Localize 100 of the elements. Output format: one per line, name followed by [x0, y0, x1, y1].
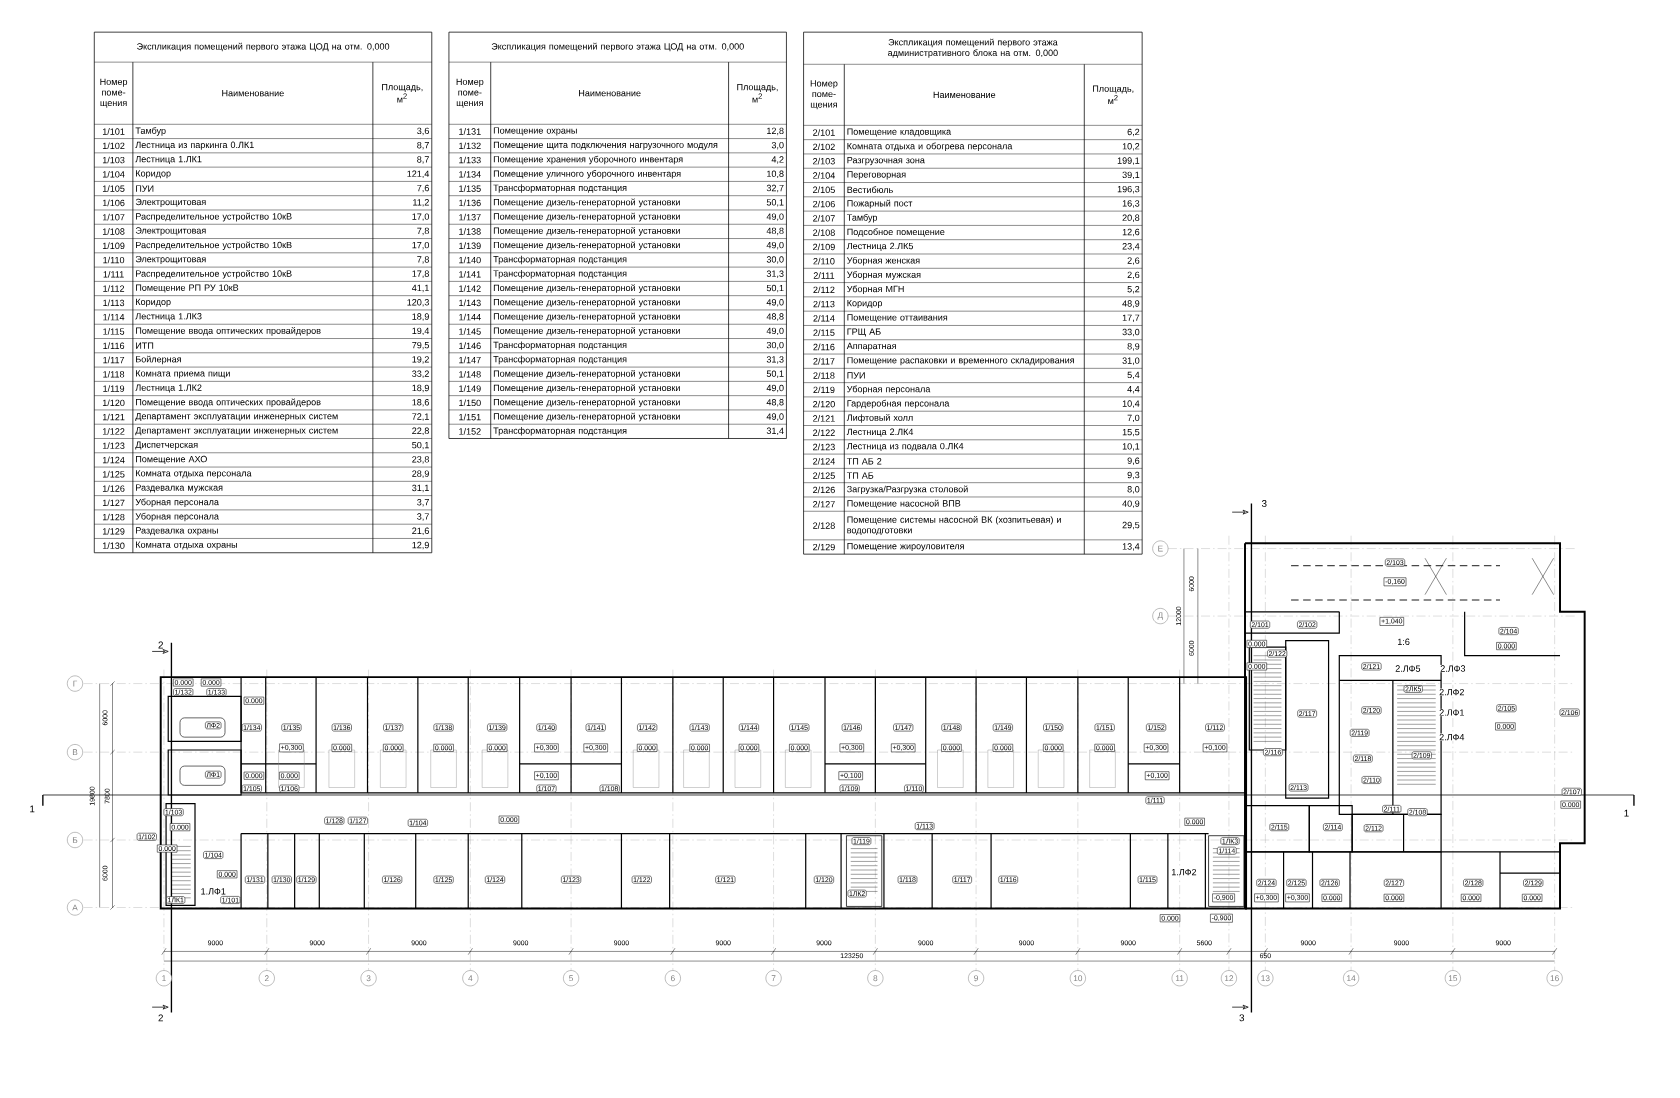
axis-bubble: 4	[462, 970, 479, 987]
table-cell: 49,0	[766, 413, 784, 421]
table-cell: 28,9	[412, 470, 429, 478]
table-title: Экспликация помещений первого этажа ЦОД на отм. 0,000	[491, 42, 744, 52]
table-cell: Уборная персонала	[135, 498, 219, 507]
axis-bubble: В	[67, 744, 83, 761]
axis-bubble: Д	[1152, 608, 1169, 624]
table-cell: 1/114	[103, 313, 125, 321]
table-cell: 12,9	[412, 541, 429, 550]
table-cell: 2/114	[813, 314, 835, 322]
table-cell: Подсобное помещение	[847, 228, 945, 237]
table-cell: 4,2	[771, 156, 784, 164]
table-cell: 1/102	[102, 142, 125, 149]
axis-bubble: 16	[1546, 970, 1563, 987]
table-cell: 1/148	[459, 370, 481, 378]
table-title: Экспликация помещений первого этажа административного блока на отм. 0,000	[888, 38, 1058, 58]
axis-bubble: 9	[968, 970, 985, 987]
table-cell: 21,6	[412, 527, 429, 535]
section-number: 2	[158, 1014, 163, 1022]
table-cell: 50,1	[766, 199, 784, 207]
table-cell: Помещение хранения уборочного инвентаря	[493, 155, 683, 165]
table-cell: Диспетчерская	[135, 441, 198, 450]
table-cell: 2/112	[813, 286, 835, 293]
table-cell: 1/119	[103, 385, 125, 392]
column-header: Номер поме- щения	[810, 80, 838, 110]
table-cell: 2/117	[813, 357, 835, 365]
table-cell: Лестница из паркинга 0.ЛК1	[135, 141, 254, 150]
table-cell: 6,2	[1127, 128, 1140, 137]
table-cell: 1/139	[459, 242, 481, 249]
table-cell: Помещение щита подключения нагрузочного модуля	[493, 141, 718, 150]
column-header: Площадь, м$^{2}$	[737, 83, 778, 103]
table-cell: Комната приема пищи	[136, 370, 230, 379]
table-cell: 1/103	[102, 156, 125, 164]
table-cell: 1/133	[459, 156, 481, 164]
table-cell: Лестница 2.ЛК5	[846, 242, 913, 251]
table-cell: Помещение дизель-генераторной установки	[493, 412, 680, 422]
table-cell: Пожарный пост	[847, 199, 913, 209]
table-cell: 1/108	[102, 228, 125, 235]
table-cell: Помещение ввода оптических провайдеров	[136, 327, 321, 336]
table-cell: 2/120	[813, 400, 835, 408]
table-cell: 1/130	[102, 542, 125, 549]
table-cell: 48,8	[766, 227, 784, 236]
table-cell: 2/101	[813, 129, 835, 136]
table-cell: 17,0	[412, 213, 429, 221]
table-cell: Трансформаторная подстанция	[493, 184, 627, 193]
column-header: Наименование	[933, 91, 996, 98]
table-cell: 18,6	[412, 398, 429, 407]
plan-label: 2.ЛФ4	[1438, 733, 1465, 741]
table-cell: 10,2	[1122, 142, 1140, 151]
table-cell: Вестибюль	[847, 186, 893, 193]
table-cell: 1/123	[102, 442, 125, 449]
axis-bubble: 6	[664, 970, 681, 987]
table-cell: 40,9	[1122, 500, 1140, 508]
table-cell: 7,8	[417, 227, 429, 236]
table-cell: 10,4	[1122, 400, 1140, 408]
table-cell: Помещение дизель-генераторной установки	[493, 398, 680, 407]
plan-label: 1.ЛФ2	[1170, 868, 1198, 876]
table-cell: Лестница 1.ЛК1	[135, 155, 202, 164]
table-cell: Комната отдыха и обогрева персонала	[847, 142, 1013, 151]
table-cell: ГРЩ АБ	[847, 328, 881, 337]
table-cell: 8,0	[1127, 486, 1140, 494]
table-cell: Департамент эксплуатации инженерных систем	[135, 427, 338, 436]
table-cell: 30,0	[766, 341, 784, 350]
table-cell: Лестница 1.ЛК3	[135, 312, 202, 322]
table-cell: 2/118	[813, 372, 835, 379]
table-cell: Распределительное устройство 10кВ	[136, 241, 292, 250]
table-cell: 17,8	[412, 270, 429, 278]
table-cell: 2/105	[813, 186, 835, 193]
table-cell: 18,9	[412, 313, 429, 321]
table-cell: Аппаратная	[846, 342, 896, 351]
table-cell: Помещение охраны	[493, 127, 577, 136]
table-title: Экспликация помещений первого этажа ЦОД на отм. 0,000	[137, 42, 390, 52]
table-cell: 1/125	[102, 470, 125, 478]
table-cell: Электрощитовая	[135, 255, 206, 264]
table-cell: 2/110	[813, 257, 835, 265]
table-cell: 2/116	[813, 343, 835, 351]
axis-bubble: 14	[1343, 970, 1360, 987]
table-cell: Помещение дизель-генераторной установки	[493, 241, 680, 250]
table-cell: ПУИ	[136, 185, 154, 192]
table-cell: 11,2	[413, 199, 429, 207]
axis-bubble: 8	[867, 970, 884, 987]
table-cell: 1/146	[459, 342, 481, 349]
table-cell: 31,0	[1122, 357, 1140, 365]
table-cell: 1/131	[459, 128, 481, 135]
table-cell: 1/138	[459, 228, 481, 235]
plan-label: 2.ЛФ3	[1439, 664, 1466, 673]
table-cell: 1/140	[459, 256, 481, 264]
table-cell: 1/142	[459, 285, 481, 292]
table-cell: Уборная мужская	[846, 271, 921, 280]
table-cell: 1/106	[102, 199, 125, 207]
table-cell: Помещение кладовщика	[847, 128, 952, 137]
axis-bubble: 13	[1257, 970, 1274, 987]
section-number: 3	[1261, 500, 1267, 507]
table-cell: Трансформаторная подстанция	[493, 341, 627, 350]
table-cell: Коридор	[136, 170, 171, 179]
table-cell: 31,3	[766, 270, 784, 278]
table-cell: 22,8	[412, 427, 429, 435]
table-cell: 29,5	[1122, 521, 1140, 530]
table-cell: 2/124	[813, 457, 835, 465]
table-cell: 1/110	[103, 256, 125, 264]
